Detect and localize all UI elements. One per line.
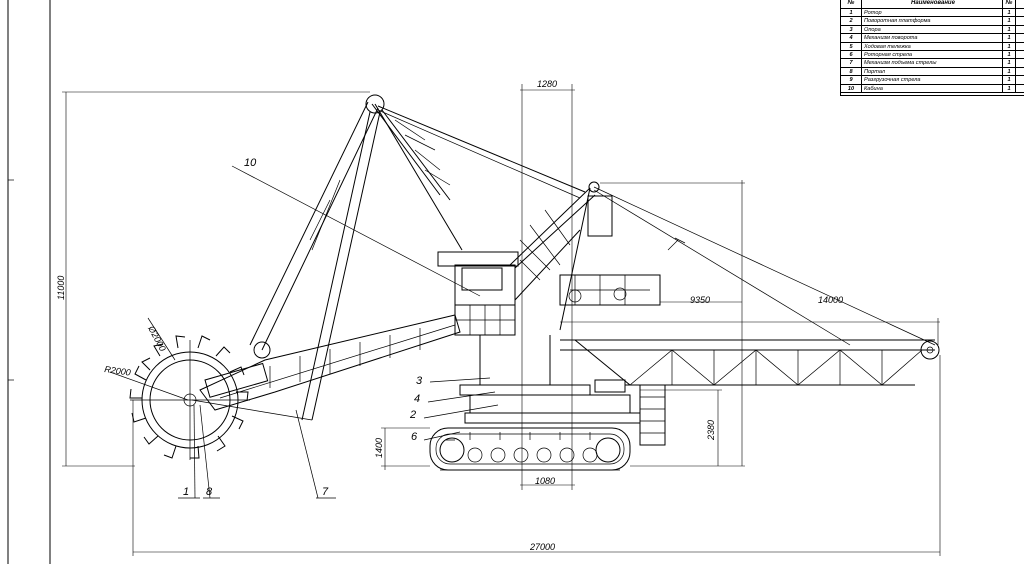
- legend-header-num: №: [841, 0, 862, 8]
- legend-row-num: 8: [841, 67, 862, 76]
- track-height-dim: [381, 427, 430, 470]
- wheel-diameter-label: Ø2000: [146, 323, 168, 352]
- leader-lines: [178, 165, 499, 499]
- legend-row-qty: 1: [1003, 67, 1016, 76]
- height-dimension: 11000: [56, 91, 370, 467]
- legend-row-qty: 1: [1003, 34, 1016, 42]
- legend-row-name: Опора: [862, 25, 1003, 34]
- callout-3: 3: [416, 375, 423, 387]
- right-dimensions: [600, 180, 745, 467]
- legend-row-num: 10: [841, 84, 862, 92]
- legend-row-num: 7: [841, 59, 862, 67]
- pivot-to-tip-label: 9350: [690, 295, 710, 305]
- legend-row: 10 Кабина 1: [841, 84, 1024, 93]
- top-offset-label: 1280: [537, 79, 557, 89]
- callout-6: 6: [411, 431, 418, 443]
- callout-1: 1: [183, 486, 189, 498]
- legend-table: № Наименование № 1 Ротор 1 2 Поворотная …: [840, 0, 1024, 96]
- callout-8: 8: [206, 486, 213, 498]
- legend-row-qty: 1: [1003, 9, 1016, 17]
- tower: [437, 181, 661, 385]
- mast: [191, 94, 586, 421]
- legend-row-qty: 1: [1003, 76, 1016, 84]
- legend-row-qty: 1: [1003, 17, 1016, 25]
- callout-4: 4: [414, 393, 420, 405]
- legend-row: 7 Механизм подъема стрелы 1: [841, 59, 1024, 68]
- legend-row-num: 9: [841, 76, 862, 84]
- wheel-radius-label: R2000: [104, 364, 132, 378]
- legend-row-name: Ходовая тележка: [862, 42, 1003, 50]
- legend-row: 6 Роторная стрела 1: [841, 50, 1024, 60]
- boom-reach-dims: [560, 301, 940, 345]
- legend-row: 9 Разгрузочная стрела 1: [841, 76, 1024, 85]
- legend-row-qty: 1: [1003, 50, 1016, 59]
- legend-row-num: 1: [841, 9, 862, 17]
- legend-row-qty: 1: [1003, 84, 1016, 92]
- legend-row-name: Разгрузочная стрела: [862, 76, 1003, 84]
- height-total-label: 11000: [56, 276, 66, 300]
- crawler: [429, 427, 631, 471]
- legend-row-name: Ротор: [862, 9, 1003, 17]
- legend-row-name: Механизм поворота: [862, 34, 1003, 42]
- total-length-dim: [132, 355, 941, 556]
- center-dimensions: [520, 84, 575, 490]
- legend-row-qty: 1: [1003, 25, 1016, 34]
- legend-row-num: 4: [841, 34, 862, 42]
- platform: [459, 379, 666, 446]
- legend-row: 1 Ротор 1: [841, 9, 1024, 18]
- legend-row: 5 Ходовая тележка 1: [841, 42, 1024, 51]
- callout-10: 10: [244, 157, 257, 169]
- legend-row-num: 6: [841, 50, 862, 59]
- legend-row-name: Механизм подъема стрелы: [862, 59, 1003, 67]
- sheet-frame: [7, 0, 51, 564]
- callout-2: 2: [409, 409, 416, 421]
- legend-row: 4 Механизм поворота 1: [841, 34, 1024, 43]
- legend-row-name: Поворотная платформа: [862, 17, 1003, 25]
- callout-7: 7: [322, 486, 329, 498]
- legend-row-num: 2: [841, 17, 862, 25]
- legend-row-num: 5: [841, 42, 862, 50]
- track-height-label: 1400: [374, 438, 384, 458]
- track-width-label: 1080: [535, 476, 555, 486]
- legend-row-num: 3: [841, 25, 862, 34]
- bucket-wheel: [109, 317, 250, 460]
- legend-row: 8 Портал 1: [841, 67, 1024, 77]
- legend-header-qty: №: [1003, 0, 1016, 8]
- total-length-label: 27000: [529, 542, 555, 552]
- legend-row-name: Портал: [862, 67, 1003, 76]
- legend-row-name: Роторная стрела: [862, 50, 1003, 59]
- legend-header-name: Наименование: [862, 0, 1003, 8]
- rotor-boom: [199, 314, 461, 411]
- legend-row-qty: 1: [1003, 42, 1016, 50]
- discharge-boom: [560, 186, 940, 386]
- base-height-label: 2380: [706, 420, 716, 441]
- boom-reach-label: 14000: [818, 295, 843, 305]
- legend-row-name: Кабина: [862, 84, 1003, 92]
- legend-header: № Наименование №: [841, 0, 1024, 9]
- legend-row: 3 Опора 1: [841, 25, 1024, 35]
- legend-row: 2 Поворотная платформа 1: [841, 17, 1024, 26]
- legend-row-qty: 1: [1003, 59, 1016, 67]
